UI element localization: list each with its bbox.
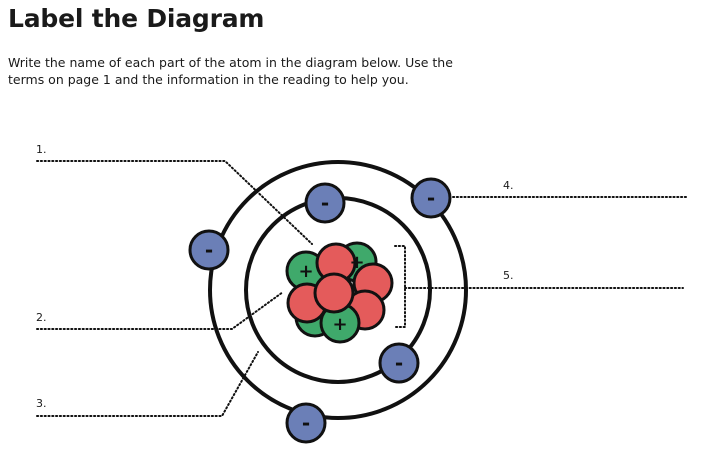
- electron-minus-sign: -: [205, 238, 213, 262]
- instructions-text: Write the name of each part of the atom …: [8, 55, 453, 87]
- page-title: Label the Diagram: [8, 4, 265, 33]
- electron-minus-sign: -: [427, 186, 435, 210]
- proton-plus-sign: +: [298, 261, 313, 282]
- electron-minus-sign: -: [302, 411, 310, 435]
- proton-plus-sign: +: [349, 252, 364, 273]
- electron-1: -: [304, 182, 346, 224]
- leader-line-2: [36, 291, 284, 330]
- electron: [285, 402, 327, 444]
- electron-5: -: [285, 402, 327, 444]
- label-number-3: 3.: [36, 397, 47, 410]
- electron: [410, 177, 452, 219]
- electron-4: -: [378, 342, 420, 384]
- electron-2: -: [410, 177, 452, 219]
- leader-line-3: [36, 351, 259, 417]
- proton: [313, 272, 355, 314]
- proton-plus-sign: +: [332, 314, 347, 335]
- label-number-1: 1.: [36, 143, 47, 156]
- outer-electron-shell: [208, 160, 468, 420]
- electron: [378, 342, 420, 384]
- electron-minus-sign: -: [321, 191, 329, 215]
- leader-line-5: [394, 245, 684, 328]
- leader-line-1: [36, 160, 313, 245]
- nucleus: + + +: [285, 241, 394, 344]
- label-number-4: 4.: [503, 179, 514, 192]
- label-number-2: 2.: [36, 311, 47, 324]
- label-number-5: 5.: [503, 269, 514, 282]
- electron: [188, 229, 230, 271]
- electron-3: -: [188, 229, 230, 271]
- electron: [304, 182, 346, 224]
- electron-minus-sign: -: [395, 351, 403, 375]
